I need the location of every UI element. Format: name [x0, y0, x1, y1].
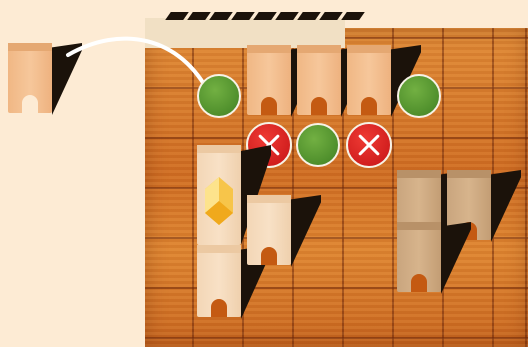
green-dot-icon[interactable]: [197, 74, 241, 118]
green-dot-icon[interactable]: [296, 123, 340, 167]
piece-cap: [447, 170, 491, 178]
crown-icon: [201, 175, 237, 227]
board-castle-piece[interactable]: [397, 222, 441, 292]
piece-arch: [261, 97, 277, 115]
piece-arch: [22, 95, 38, 113]
piece-arch: [261, 247, 277, 265]
piece-cap: [197, 245, 241, 253]
piece-cap: [247, 45, 291, 53]
piece-cap: [347, 45, 391, 53]
board-castle-piece[interactable]: [247, 195, 291, 265]
held-castle-piece[interactable]: [8, 43, 52, 113]
piece-cap: [397, 170, 441, 178]
piece-cap: [197, 145, 241, 153]
piece-arch: [411, 274, 427, 292]
piece-arch: [311, 97, 327, 115]
board-castle-piece[interactable]: [197, 245, 241, 317]
green-dot-icon[interactable]: [397, 74, 441, 118]
crenel: [341, 12, 365, 20]
piece-cap: [247, 195, 291, 203]
board-castle-piece[interactable]: [297, 45, 341, 115]
board-castle-piece[interactable]: [347, 45, 391, 115]
piece-cap: [8, 43, 52, 51]
piece-cap: [397, 222, 441, 230]
piece-arch: [211, 299, 227, 317]
piece-arch: [361, 97, 377, 115]
board-castle-piece[interactable]: [247, 45, 291, 115]
piece-cap: [297, 45, 341, 53]
red-x-icon: [346, 122, 392, 168]
